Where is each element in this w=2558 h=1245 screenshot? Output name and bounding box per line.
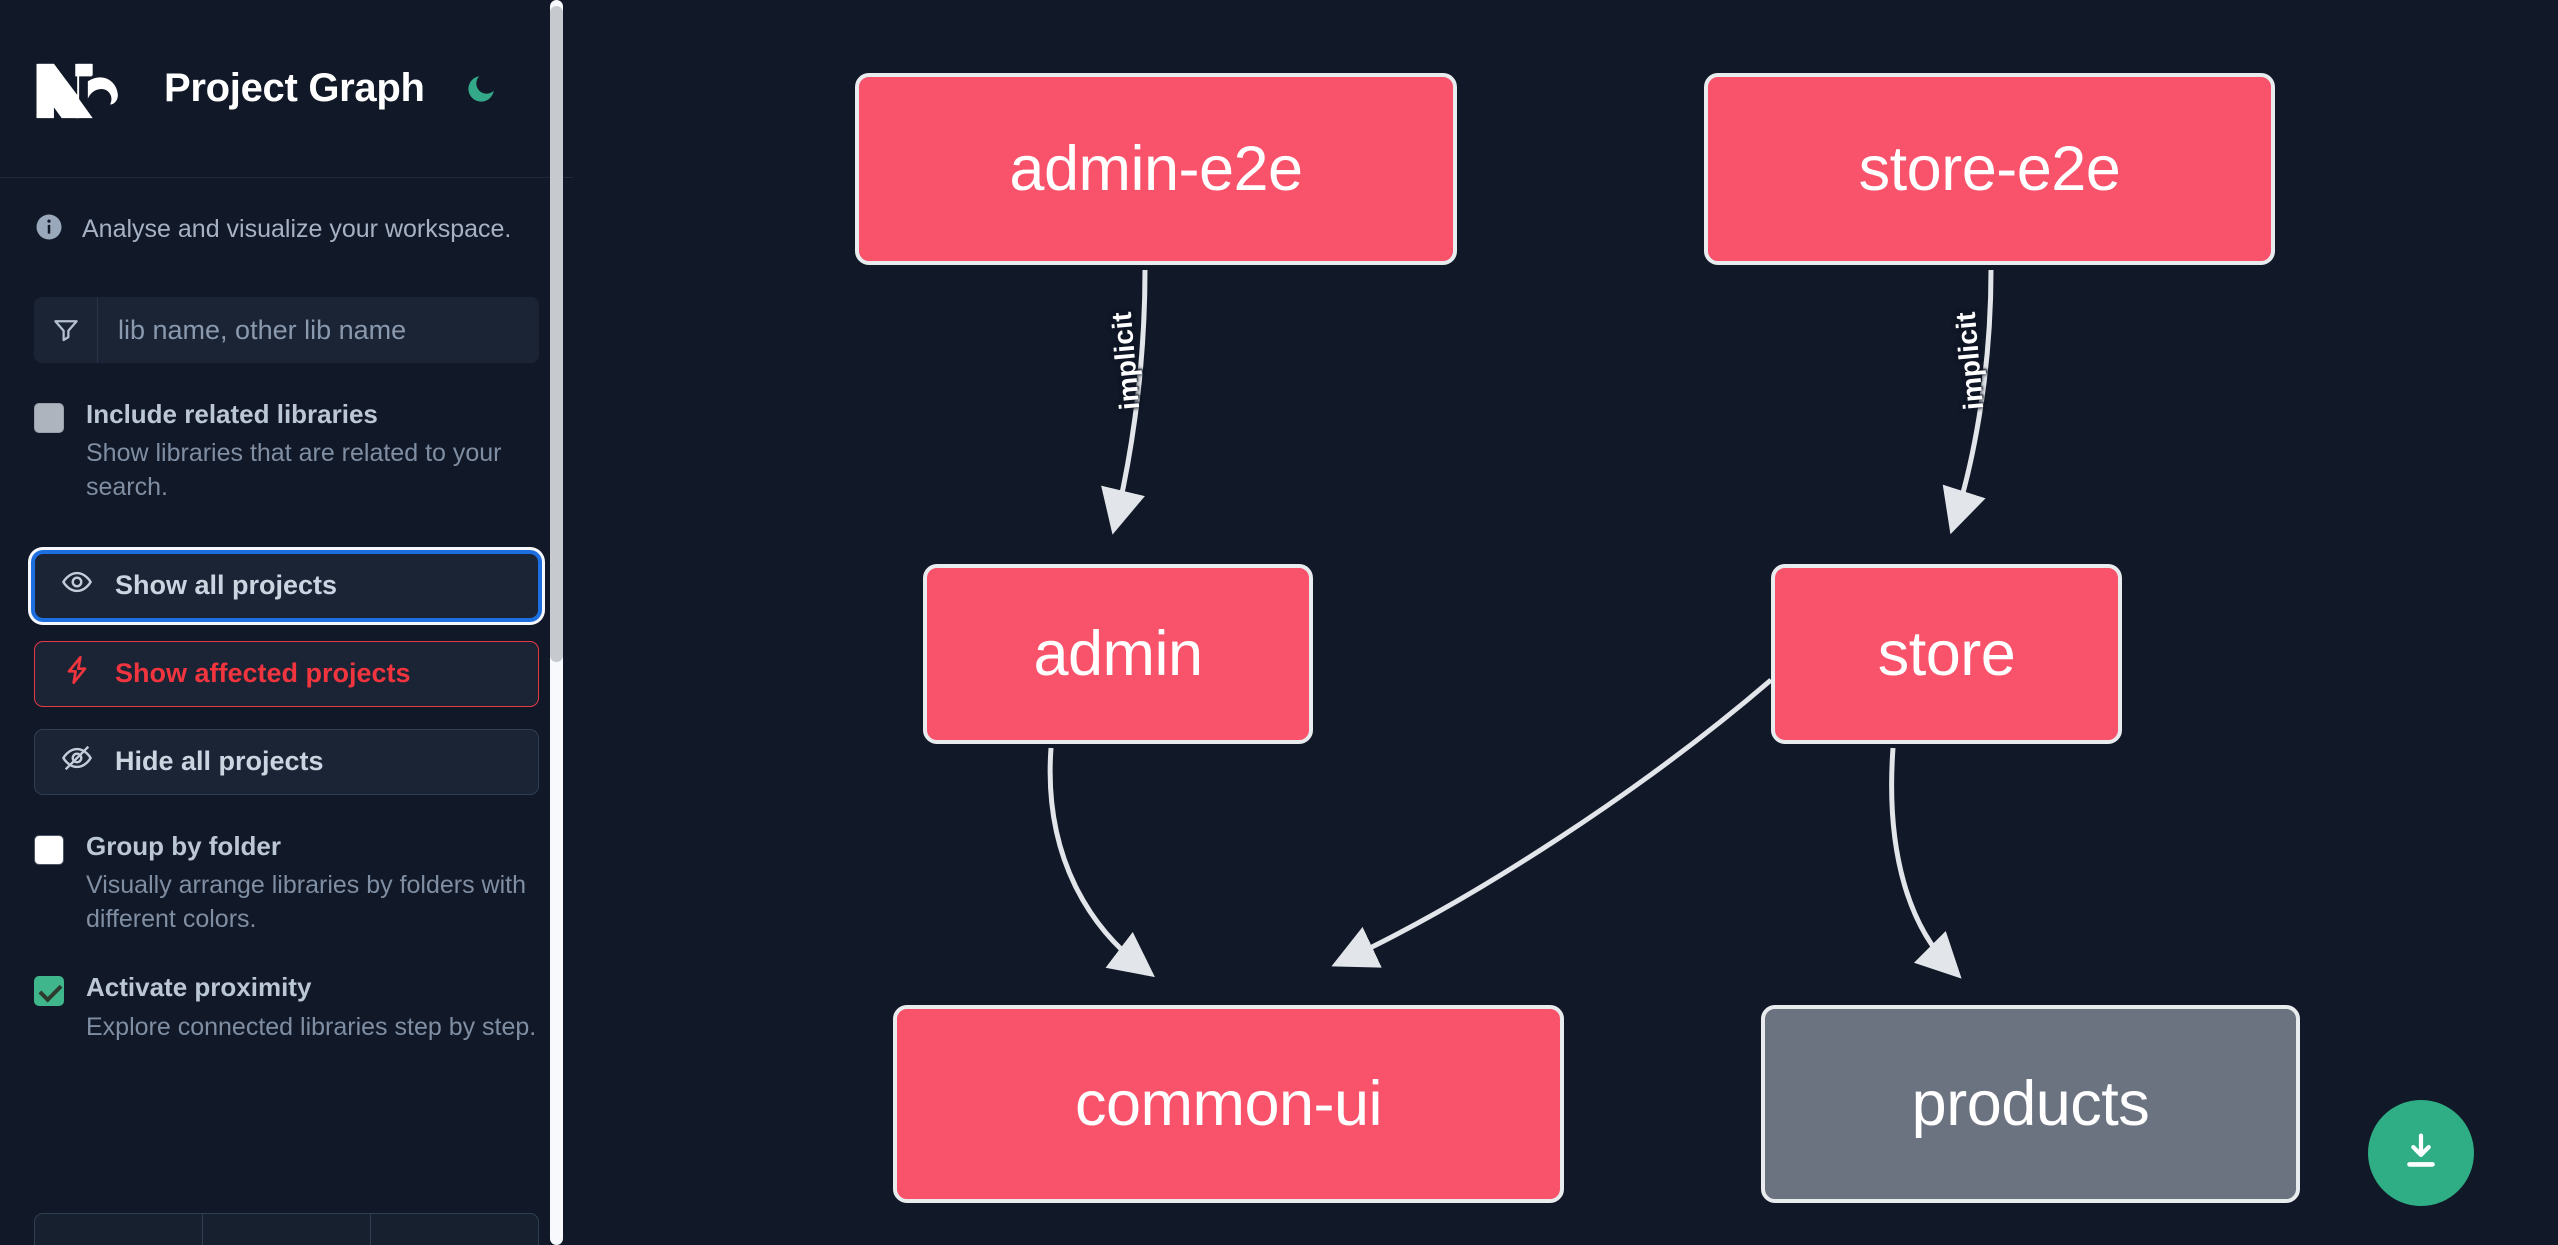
moon-icon[interactable] (459, 67, 503, 111)
hide-all-projects-button[interactable]: Hide all projects (34, 728, 539, 795)
graph-node-common-ui[interactable]: common-ui (893, 1005, 1564, 1203)
graph-node-label: products (1911, 1069, 2150, 1139)
show-all-projects-button[interactable]: Show all projects (34, 552, 539, 619)
option-description: Explore connected libraries step by step… (86, 1012, 537, 1041)
nx-logo (34, 58, 132, 120)
sidebar-scrollbar-thumb[interactable] (550, 6, 563, 662)
sidebar-tagline: Analyse and visualize your workspace. (0, 178, 573, 247)
segment-option-3[interactable] (371, 1214, 538, 1245)
graph-node-label: admin-e2e (1009, 134, 1303, 204)
eye-off-icon (61, 742, 93, 781)
show-affected-projects-label: Show affected projects (115, 658, 411, 689)
segment-option-2[interactable] (203, 1214, 371, 1245)
edge-admin-e2e-admin (1101, 269, 1148, 535)
show-all-projects-label: Show all projects (115, 570, 338, 601)
graph-node-label: common-ui (1074, 1069, 1383, 1139)
filter-icon (34, 297, 98, 363)
sidebar: Project Graph Analyse and visualize your… (0, 0, 573, 1245)
include-related-libraries-checkbox[interactable] (34, 403, 64, 505)
tagline-text: Analyse and visualize your workspace. (82, 215, 512, 243)
sidebar-scrollbar[interactable] (550, 0, 563, 1245)
option-description: Visually arrange libraries by folders wi… (86, 870, 527, 933)
graph-node-products[interactable]: products (1761, 1005, 2300, 1203)
search-field[interactable] (34, 297, 539, 363)
graph-canvas[interactable]: admin-e2e store-e2e admin store common-u… (573, 0, 2558, 1245)
edge-store-common-ui (1331, 678, 1773, 968)
option-group-by-folder[interactable]: Group by folder Visually arrange librari… (0, 831, 573, 937)
projects-button-group: Show all projects Show affected projects (34, 552, 539, 795)
graph-node-admin[interactable]: admin (923, 564, 1313, 744)
lightning-icon (61, 654, 93, 693)
graph-node-store-e2e[interactable]: store-e2e (1704, 73, 2275, 265)
edge-admin-common-ui (1047, 747, 1155, 978)
option-activate-proximity[interactable]: Activate proximity Explore connected lib… (0, 972, 573, 1044)
edge-store-products (1889, 747, 1962, 979)
proximity-segmented-control[interactable] (34, 1213, 539, 1245)
option-title: Include related libraries (86, 399, 378, 429)
page-title: Project Graph (164, 66, 425, 110)
option-title: Activate proximity (86, 972, 312, 1003)
edge-store-e2e-store (1942, 269, 1994, 535)
download-graph-button[interactable] (2368, 1100, 2474, 1206)
sidebar-header: Project Graph (0, 0, 573, 178)
graph-node-label: admin (1033, 619, 1203, 689)
option-description: Show libraries that are related to your … (86, 439, 502, 501)
download-icon (2398, 1128, 2444, 1179)
segment-option-1[interactable] (35, 1214, 203, 1245)
graph-node-admin-e2e[interactable]: admin-e2e (855, 73, 1457, 265)
graph-edges (1047, 269, 1994, 979)
graph-node-label: store (1877, 619, 2016, 689)
graph-node-store[interactable]: store (1771, 564, 2122, 744)
hide-all-projects-label: Hide all projects (115, 746, 324, 777)
option-include-related-libraries[interactable]: Include related libraries Show libraries… (0, 399, 573, 505)
eye-icon (61, 566, 93, 605)
group-by-folder-checkbox[interactable] (34, 834, 64, 937)
activate-proximity-checkbox[interactable] (34, 976, 64, 1044)
graph-node-label: store-e2e (1858, 134, 2121, 204)
option-title: Group by folder (86, 830, 281, 861)
info-icon (34, 212, 64, 247)
search-input[interactable] (98, 297, 539, 363)
show-affected-projects-button[interactable]: Show affected projects (34, 640, 539, 707)
